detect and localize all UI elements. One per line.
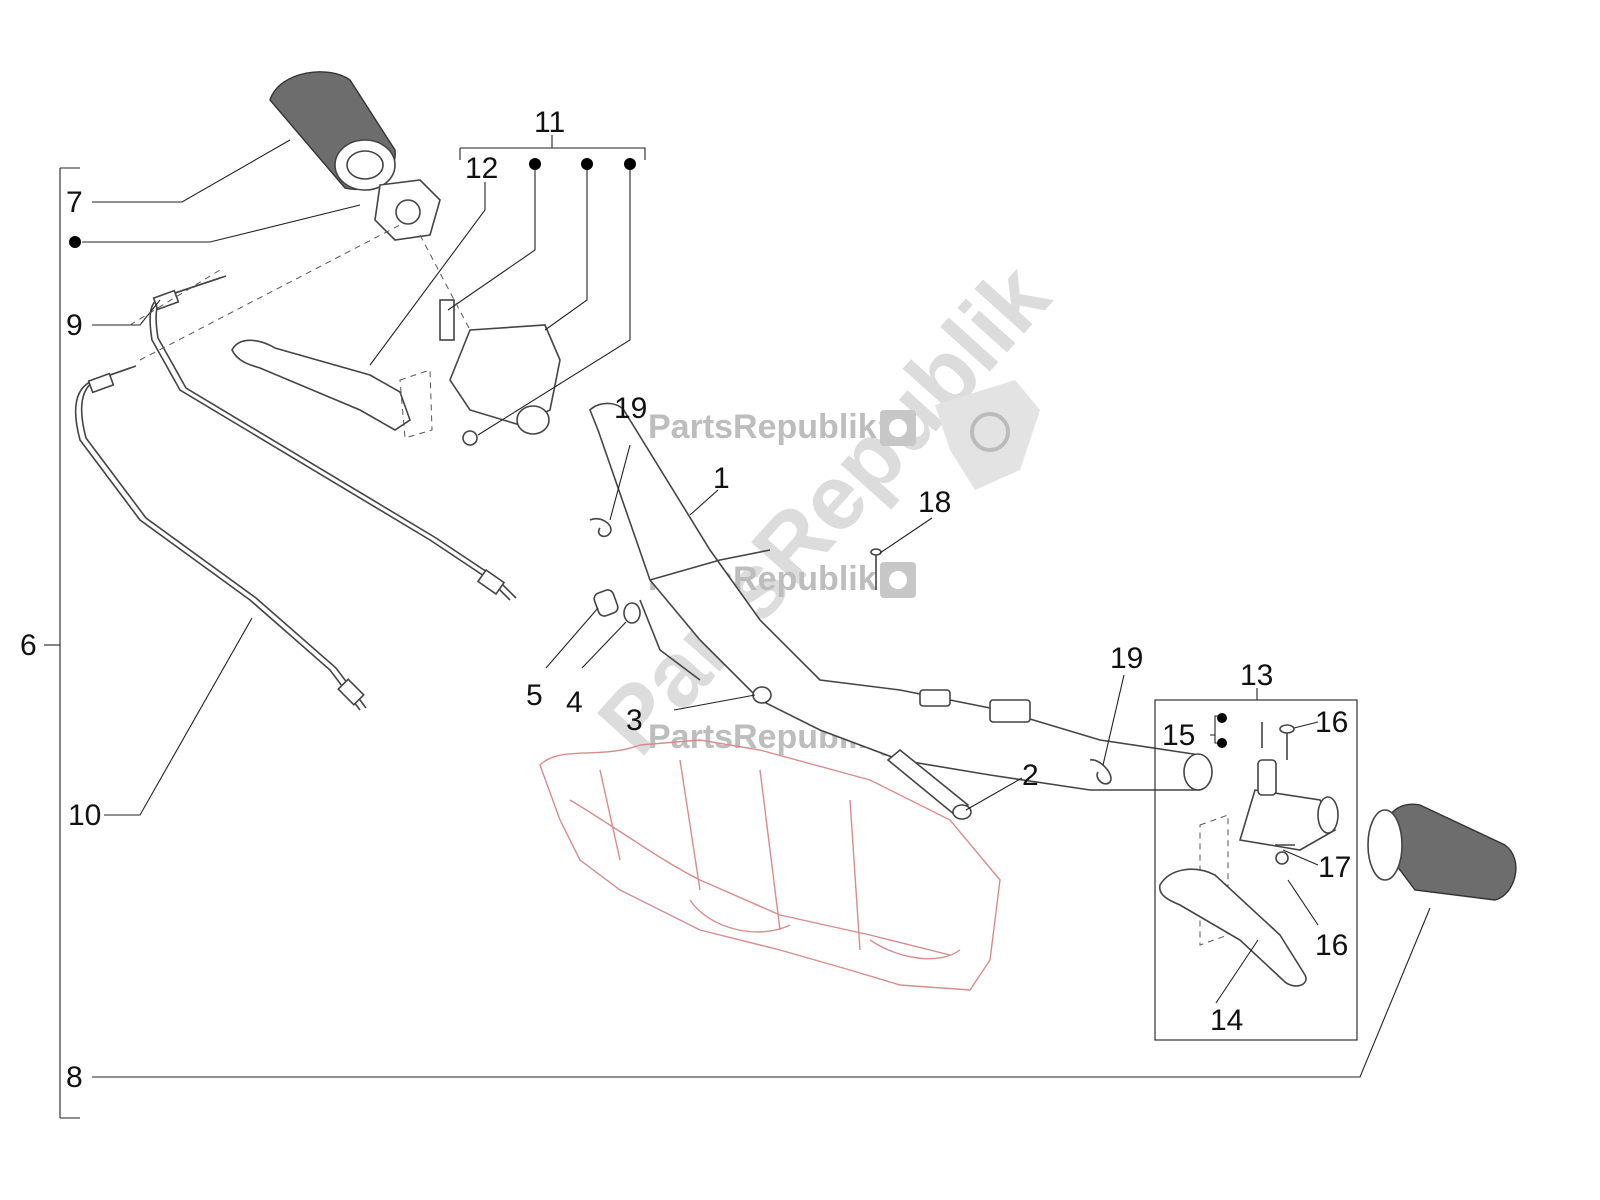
watermark-text-1: PartsRepublik <box>648 408 877 446</box>
callout-11: 11 <box>534 106 565 139</box>
leader-lines <box>82 135 1431 1078</box>
callout-16-bottom: 16 <box>1315 929 1348 962</box>
assembly-bracket-6 <box>44 167 80 1119</box>
clip-19-left <box>589 517 612 538</box>
left-brake-lever <box>231 339 433 439</box>
callout-3: 3 <box>626 704 643 737</box>
callout-8: 8 <box>66 1061 83 1094</box>
gear-icon <box>880 562 916 598</box>
callout-13: 13 <box>1240 659 1273 692</box>
gear-icon <box>970 412 1010 452</box>
callout-16-top: 16 <box>1315 706 1348 739</box>
right-assembly-frame <box>1154 688 1358 1041</box>
bullet-dot <box>624 158 636 170</box>
bullet-dot <box>581 158 593 170</box>
callout-9: 9 <box>66 309 83 342</box>
bullet-dot <box>1217 713 1227 723</box>
callout-4: 4 <box>566 686 583 719</box>
front-panel-outline <box>539 739 1001 991</box>
washer-4 <box>623 602 641 624</box>
bullet-dot <box>529 158 541 170</box>
right-grip <box>1367 803 1517 901</box>
callout-14: 14 <box>1210 1004 1243 1037</box>
throttle-housing <box>374 179 441 241</box>
bullets <box>69 158 1227 748</box>
callout-12: 12 <box>465 152 498 185</box>
throttle-cable-10 <box>74 365 367 711</box>
callout-15: 15 <box>1162 719 1195 752</box>
callout-labels: 1 2 3 4 5 6 7 8 9 10 11 12 13 14 15 16 1… <box>20 106 1351 1094</box>
callout-5: 5 <box>526 679 543 712</box>
clip-19-right <box>1089 759 1112 785</box>
throttle-cable-9 <box>149 275 517 601</box>
callout-18: 18 <box>918 486 951 519</box>
callout-19-right: 19 <box>1110 642 1143 675</box>
callout-10: 10 <box>68 799 101 832</box>
callout-1: 1 <box>713 462 730 495</box>
right-lever-housing <box>1199 759 1339 946</box>
washer-3 <box>752 686 772 704</box>
right-brake-lever <box>1158 868 1307 987</box>
callout-6: 6 <box>20 629 37 662</box>
bolt-2 <box>886 748 972 820</box>
watermark-flag-logo <box>935 380 1040 490</box>
spacer-5 <box>593 589 619 617</box>
master-cylinder <box>439 299 561 446</box>
callout-17: 17 <box>1318 851 1351 884</box>
right-screws <box>1261 722 1295 865</box>
gear-icon <box>880 410 916 446</box>
left-grip <box>269 71 396 191</box>
bullet-dot <box>69 236 81 248</box>
watermark-flag-shape <box>935 380 1040 490</box>
callout-7: 7 <box>66 186 83 219</box>
callout-2: 2 <box>1022 759 1039 792</box>
bullet-dot <box>1217 738 1227 748</box>
callout-19-left: 19 <box>614 392 647 425</box>
